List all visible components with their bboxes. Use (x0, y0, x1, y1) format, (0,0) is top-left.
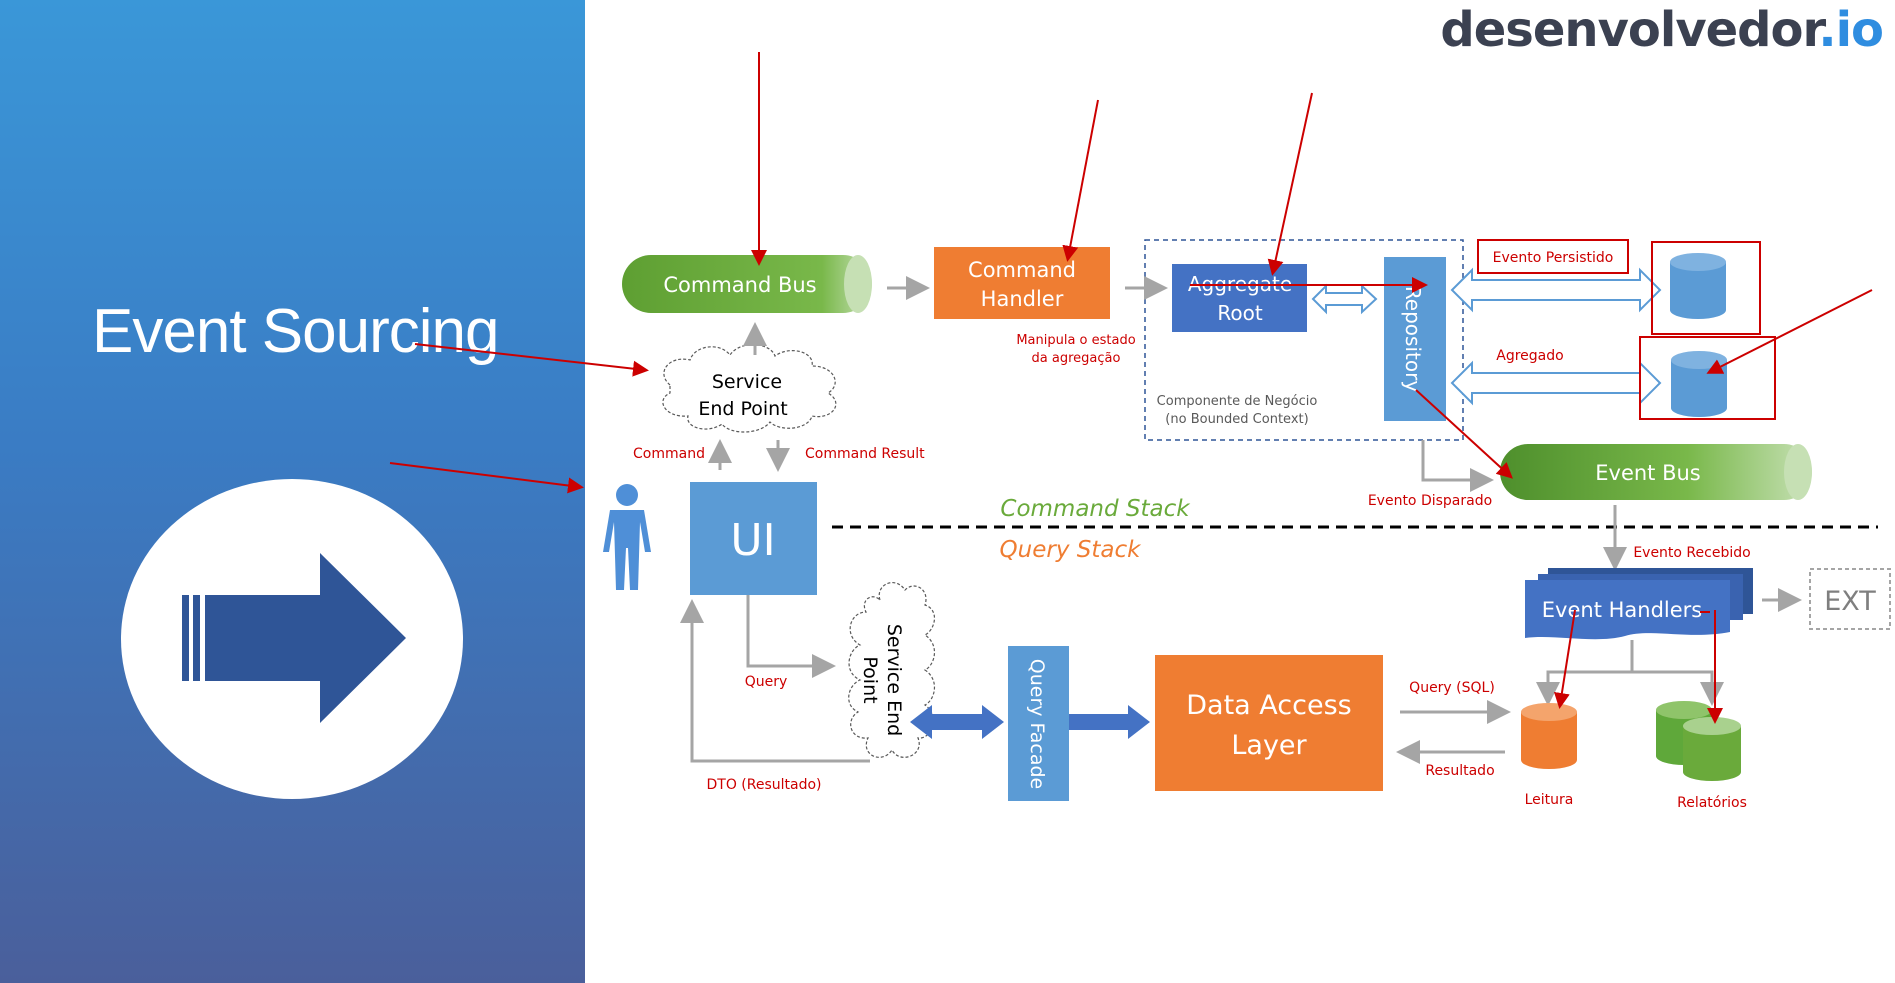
relatorios-database-icon (1656, 701, 1741, 781)
user-icon (603, 484, 651, 590)
aggregate-root-label-2: Root (1217, 301, 1262, 325)
business-component-frame (1144, 239, 1464, 441)
repository-label: Repository (1401, 286, 1425, 393)
service-end-point-label-2: End Point (698, 398, 787, 420)
event-bus-label: Event Bus (1595, 461, 1701, 485)
event-bus: Event Bus (1500, 444, 1812, 500)
event-store-arrow (1450, 267, 1662, 313)
right-arrow-icon (182, 553, 406, 723)
agregado-label: Agregado (1496, 348, 1563, 364)
evento-disparado-label: Evento Disparado (1368, 493, 1492, 509)
aggregate-store-arrow (1450, 360, 1662, 406)
ext-box: EXT (1809, 568, 1891, 630)
event-handlers: Event Handlers (1525, 568, 1753, 640)
command-stack-label: Command Stack (1000, 496, 1191, 522)
aggregate-store-database-icon (1671, 351, 1727, 417)
dal-label-2: Layer (1231, 730, 1307, 761)
annotation-arrows (389, 52, 1873, 724)
query-sep-label-1: Service End (883, 624, 905, 736)
command-handler-label-2: Handler (981, 287, 1064, 311)
service-end-point-label-1: Service (712, 371, 782, 393)
brand-logo[interactable]: desenvolvedor.io (1440, 2, 1884, 58)
query-facade: Query Facade (1008, 646, 1069, 801)
componente-label-1: Componente de Negócio (1157, 394, 1318, 409)
title-panel: Event Sourcing (0, 0, 585, 983)
arrow-badge (121, 479, 463, 799)
componente-label-2: (no Bounded Context) (1165, 412, 1308, 427)
command-label: Command (633, 446, 705, 462)
query-sep-label-2: Point (859, 656, 881, 703)
event-store-box (1651, 241, 1761, 335)
query-facade-label: Query Facade (1026, 659, 1048, 789)
command-bus: Command Bus (622, 255, 872, 313)
brand-name: desenvolvedor (1440, 2, 1819, 58)
dto-return-arrow (680, 599, 870, 763)
aggregate-repository-arrow (1311, 283, 1378, 315)
query-label: Query (745, 674, 788, 690)
repository-to-event-bus-arrow (1421, 440, 1494, 492)
event-store-database-icon (1670, 253, 1726, 319)
ui-box: UI (690, 482, 817, 595)
manipula-label-1: Manipula o estado (1016, 333, 1135, 348)
query-sql-label: Query (SQL) (1409, 680, 1495, 696)
aggregate-root: Aggregate Root (1172, 264, 1307, 332)
relatorios-label: Relatórios (1677, 795, 1747, 811)
evento-persistido-box (1477, 239, 1629, 274)
service-end-point-cloud: Service End Point (662, 344, 837, 433)
ui-label: UI (730, 515, 775, 566)
evento-persistido-label: Evento Persistido (1493, 250, 1614, 266)
repository: Repository (1384, 257, 1446, 421)
command-handler-label-1: Command (968, 258, 1076, 282)
command-result-label: Command Result (805, 446, 925, 462)
query-stack-label: Query Stack (1000, 537, 1143, 563)
evento-recebido-label: Evento Recebido (1633, 545, 1750, 561)
facade-dal-arrow (1044, 705, 1150, 739)
command-bus-label: Command Bus (663, 273, 816, 297)
handlers-to-relatorios-arrow (1632, 670, 1724, 706)
event-handlers-label: Event Handlers (1542, 598, 1702, 622)
ui-to-query-sep-arrow (746, 595, 836, 678)
leitura-database-icon (1521, 703, 1577, 769)
brand-tld: .io (1818, 2, 1884, 58)
command-handler: Command Handler (934, 247, 1110, 319)
page-title: Event Sourcing (92, 297, 499, 366)
manipula-label-2: da agregação (1032, 351, 1121, 366)
query-service-end-point-cloud: Service End Point (848, 582, 935, 758)
aggregate-store-box (1639, 336, 1776, 420)
dto-label: DTO (Resultado) (706, 777, 821, 793)
sep-facade-arrow (910, 705, 1004, 739)
ext-label: EXT (1824, 586, 1876, 617)
handlers-to-leitura-arrow (1536, 640, 1634, 706)
resultado-label: Resultado (1425, 763, 1494, 779)
leitura-label: Leitura (1525, 792, 1574, 808)
data-access-layer: Data Access Layer (1155, 655, 1383, 791)
dal-label-1: Data Access (1186, 690, 1351, 721)
